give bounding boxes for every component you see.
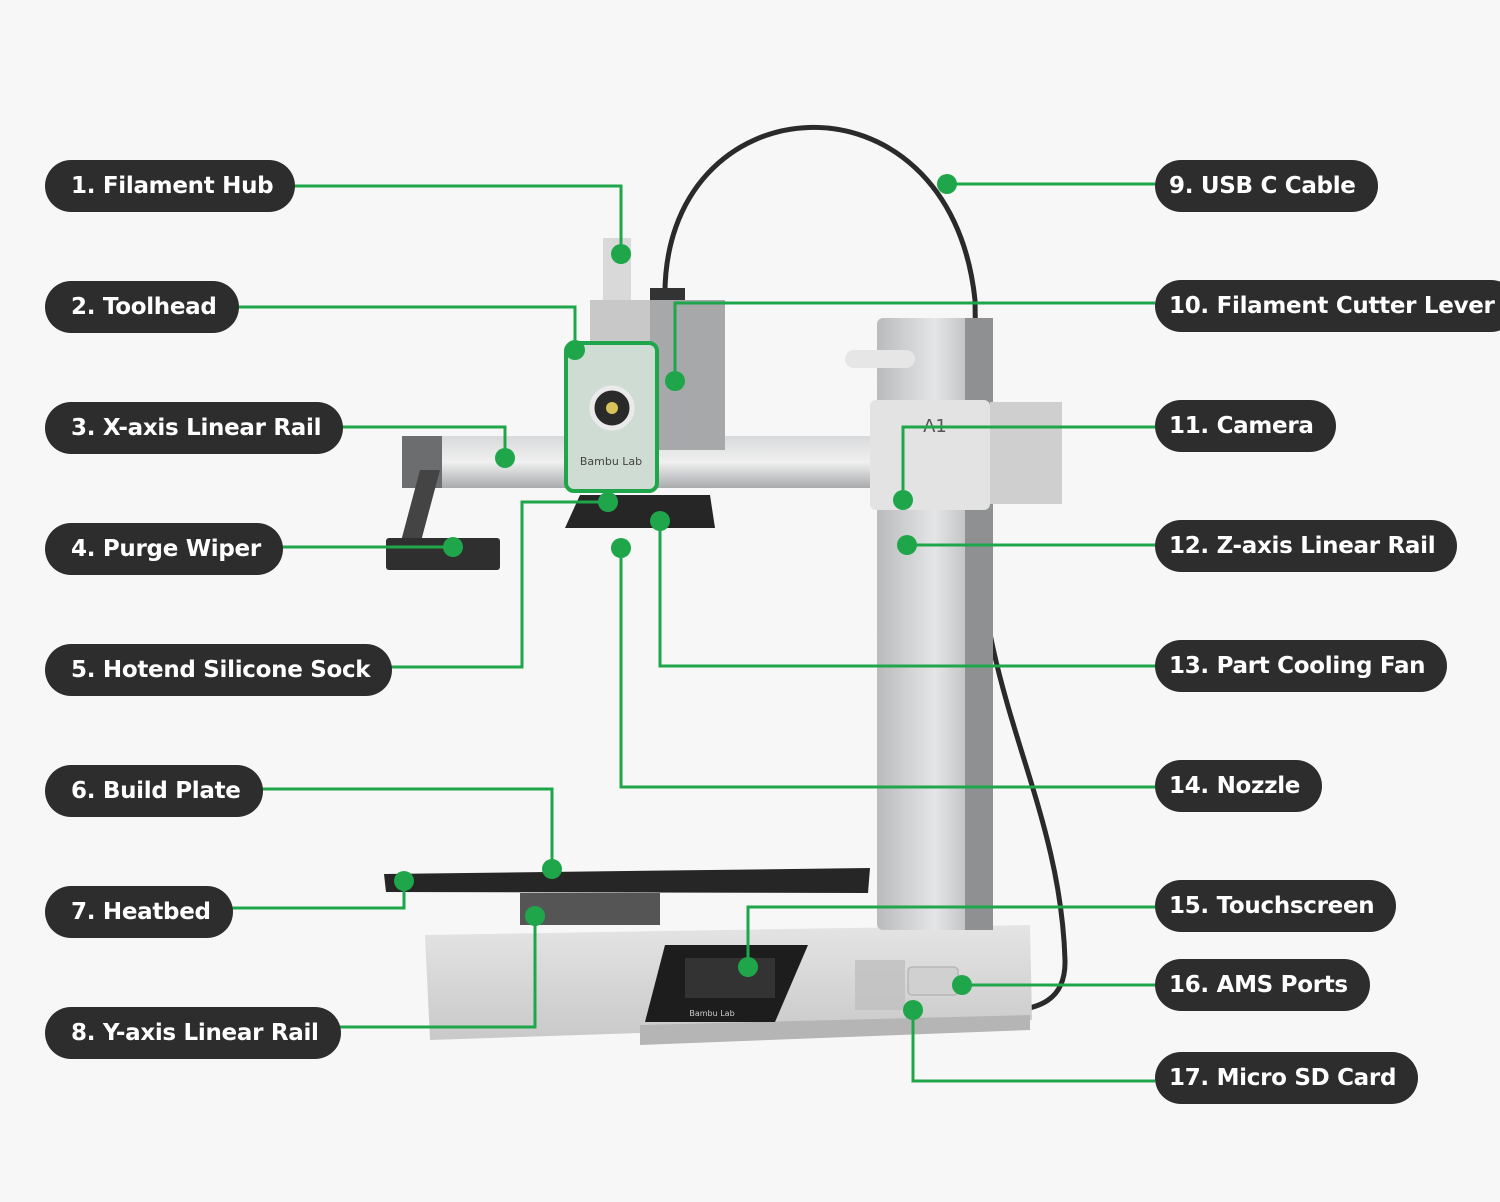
label-heatbed: 7. Heatbed — [45, 886, 233, 938]
leader-line-11 — [901, 425, 1155, 500]
label-usb-c-cable: 9. USB C Cable — [1155, 160, 1378, 212]
leader-line-2 — [230, 305, 577, 350]
label-part-cooling-fan: 13. Part Cooling Fan — [1155, 640, 1448, 692]
callout-dot-1 — [611, 244, 631, 264]
callout-dot-2 — [565, 340, 585, 360]
leader-line-17 — [911, 1010, 1155, 1083]
leader-line-14 — [619, 548, 1155, 789]
label-x-axis-linear-rail: 3. X-axis Linear Rail — [45, 402, 344, 454]
callout-dot-6 — [542, 859, 562, 879]
purge-wiper — [386, 538, 500, 570]
label-micro-sd-card: 17. Micro SD Card — [1155, 1052, 1419, 1104]
callout-dots — [394, 174, 972, 1020]
hotend-fan-shroud — [565, 495, 715, 528]
label-build-plate: 6. Build Plate — [45, 765, 263, 817]
callout-dot-17 — [903, 1000, 923, 1020]
label-y-axis-linear-rail: 8. Y-axis Linear Rail — [45, 1007, 341, 1059]
callout-dot-3 — [495, 448, 515, 468]
label-filament-cutter-lever: 10. Filament Cutter Lever — [1155, 280, 1500, 332]
leader-lines — [220, 182, 1155, 1083]
leader-line-15 — [746, 905, 1155, 967]
label-touchscreen: 15. Touchscreen — [1155, 880, 1397, 932]
callout-dot-10 — [665, 371, 685, 391]
leader-line-3 — [323, 425, 507, 458]
label-filament-hub: 1. Filament Hub — [45, 160, 296, 212]
toolhead-brand-logo: Bambu Lab — [580, 455, 642, 468]
callout-dot-16 — [952, 975, 972, 995]
leader-line-5 — [366, 500, 608, 669]
label-camera: 11. Camera — [1155, 400, 1336, 452]
callout-dot-9 — [937, 174, 957, 194]
leader-line-13 — [658, 521, 1155, 668]
callout-dot-15 — [738, 957, 758, 977]
label-hotend-silicone-sock: 5. Hotend Silicone Sock — [45, 644, 393, 696]
callout-dot-12 — [897, 535, 917, 555]
label-z-axis-linear-rail: 12. Z-axis Linear Rail — [1155, 520, 1458, 572]
callout-dot-5 — [598, 492, 618, 512]
callout-dot-7 — [394, 871, 414, 891]
leader-line-7 — [220, 881, 406, 910]
leader-line-1 — [280, 184, 623, 254]
callout-dot-14 — [611, 538, 631, 558]
label-ams-ports: 16. AMS Ports — [1155, 959, 1370, 1011]
label-purge-wiper: 4. Purge Wiper — [45, 523, 283, 575]
callout-dot-8 — [525, 906, 545, 926]
callout-dot-11 — [893, 490, 913, 510]
callout-dot-4 — [443, 537, 463, 557]
leader-line-6 — [248, 787, 554, 869]
label-toolhead: 2. Toolhead — [45, 281, 239, 333]
build-plate — [384, 868, 870, 893]
leader-line-8 — [322, 916, 537, 1029]
svg-text:Bambu Lab: Bambu Lab — [689, 1009, 734, 1018]
callout-dot-13 — [650, 511, 670, 531]
ams-ports-panel — [907, 966, 959, 996]
leader-line-10 — [673, 301, 1155, 381]
label-nozzle: 14. Nozzle — [1155, 760, 1323, 812]
